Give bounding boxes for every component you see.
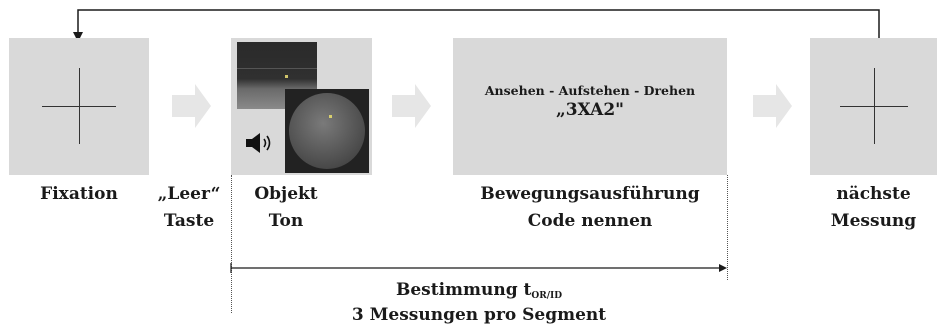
grid-line: [237, 68, 317, 69]
object-label-line2: Ton: [268, 211, 304, 231]
arrow-right-icon: [172, 84, 211, 128]
fixation-cross-vertical: [79, 68, 80, 144]
interval-right-boundary: [727, 175, 728, 280]
interval-arrow: [225, 258, 735, 278]
fixation-panel: [9, 38, 149, 175]
measurement-title: Bestimmung tOR/ID: [231, 279, 727, 307]
key-label-line2: Taste: [163, 211, 215, 231]
fixation-cross-vertical: [874, 68, 875, 144]
arrow-right-icon: [753, 84, 792, 128]
movement-code-text: „3XA2": [555, 100, 625, 120]
measurement-count: 3 Messungen pro Segment: [351, 305, 607, 325]
object-panel: [231, 38, 372, 175]
key-label-line1: „Leer“: [157, 184, 221, 204]
interval-left-boundary: [231, 175, 232, 313]
loop-back-arrow: [0, 0, 937, 60]
fixation-label: Fixation: [40, 184, 118, 204]
movement-label-line1: Bewegungsausführung: [480, 184, 700, 204]
object-marker: [285, 75, 288, 78]
movement-panel: Ansehen - Aufstehen - Drehen „3XA2": [453, 38, 727, 175]
measurement-title-subscript: OR/ID: [531, 291, 563, 301]
next-label-line2: Messung: [830, 211, 917, 231]
next-label-line1: nächste: [836, 184, 911, 204]
object-label-line1: Objekt: [254, 184, 318, 204]
sphere-marker: [329, 115, 332, 118]
movement-sequence-text: Ansehen - Aufstehen - Drehen: [484, 83, 696, 98]
object-image-sphere: [285, 89, 369, 173]
arrow-right-icon: [392, 84, 431, 128]
sphere: [289, 93, 365, 169]
measurement-title-text: Bestimmung t: [395, 280, 532, 300]
movement-label-line2: Code nennen: [527, 211, 653, 231]
speaker-icon: [245, 131, 277, 155]
next-measurement-panel: [810, 38, 937, 175]
